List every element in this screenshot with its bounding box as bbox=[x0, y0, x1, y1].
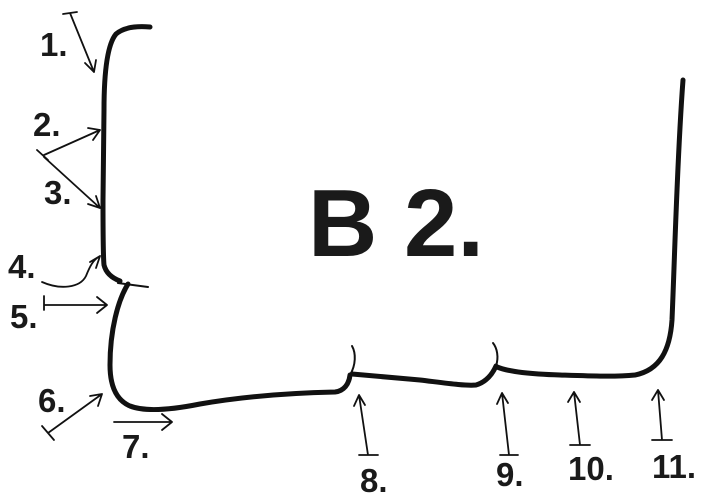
lower-left-contour bbox=[107, 281, 353, 413]
arrow-4 bbox=[41, 255, 101, 288]
arrow-9 bbox=[496, 392, 519, 456]
label-11: 11. bbox=[652, 448, 696, 485]
label-7: 7. bbox=[122, 428, 150, 465]
label-6: 6. bbox=[38, 382, 66, 419]
notch-9 bbox=[492, 342, 499, 367]
label-5: 5. bbox=[10, 298, 38, 335]
arrow-10 bbox=[567, 391, 591, 446]
arrow-2 bbox=[36, 127, 101, 161]
label-1: 1. bbox=[40, 26, 68, 63]
label-8: 8. bbox=[360, 462, 388, 496]
labels: 1. 2. 3. 4. 5. 6. 7. 8. 9. 10. 11. bbox=[8, 26, 696, 496]
junction-tick bbox=[117, 282, 149, 288]
arrow-5 bbox=[43, 295, 108, 314]
arrow-11 bbox=[651, 389, 673, 441]
arrow-7 bbox=[113, 413, 173, 431]
label-4: 4. bbox=[8, 248, 36, 285]
label-3: 3. bbox=[44, 174, 72, 211]
arrow-1 bbox=[62, 11, 97, 73]
label-9: 9. bbox=[496, 456, 524, 493]
middle-segment bbox=[349, 363, 499, 388]
arrow-6 bbox=[41, 393, 103, 441]
arrow-3 bbox=[43, 156, 101, 209]
label-arrows bbox=[36, 11, 673, 456]
upper-left-contour bbox=[100, 24, 153, 284]
label-2: 2. bbox=[33, 106, 61, 143]
diagram-title: B 2. bbox=[308, 170, 484, 277]
right-segment bbox=[494, 77, 686, 379]
tooth-outline bbox=[100, 24, 686, 413]
arrow-8 bbox=[353, 394, 379, 456]
label-10: 10. bbox=[568, 450, 614, 487]
notch-8 bbox=[349, 345, 356, 376]
